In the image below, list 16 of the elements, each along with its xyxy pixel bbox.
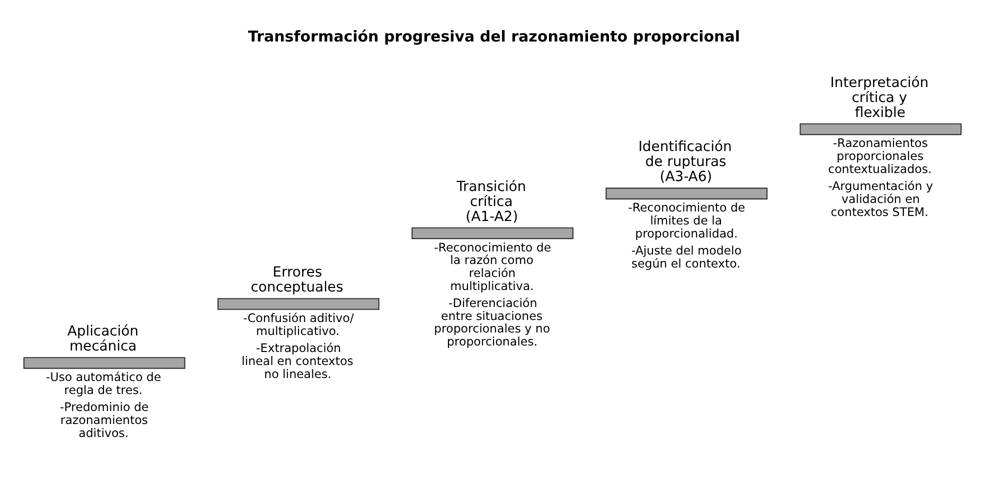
node-label: -Predominio de razonamientos aditivos. — [60, 400, 149, 440]
node-label: -Extrapolación lineal en contextos no lineales. — [242, 340, 354, 380]
node-label: -Uso automático de regla de tres. — [46, 369, 162, 396]
node-label: -Ajuste del modelo según el contexto. — [631, 242, 742, 270]
node-label: Identificación de rupturas (A3-A6) — [638, 138, 732, 185]
node-label: -Argumentación y validación en contextos STEM. — [828, 178, 933, 218]
node-label: -Razonamientos proporcionales contextualizados. — [828, 136, 932, 176]
node-label: -Confusión aditivo/ multiplicativo. — [243, 310, 354, 338]
node-label: Aplicación mecánica — [67, 323, 139, 354]
node-label: Errores conceptuales — [250, 264, 344, 296]
node-label: Transición crítica (A1-A2) — [456, 178, 526, 224]
diagram-title: Transformación progresiva del razonamiento proporcional — [248, 27, 740, 46]
node-label: -Diferenciación entre situaciones proporcionales y no proporcionales. — [434, 296, 550, 348]
node-label: -Reconocimiento de límites de la proporcionalidad. — [628, 200, 746, 240]
node-label: -Reconocimiento de la razón como relación multiplicativa. — [434, 240, 552, 292]
node-label: Interpretación crítica y flexible — [830, 74, 929, 120]
